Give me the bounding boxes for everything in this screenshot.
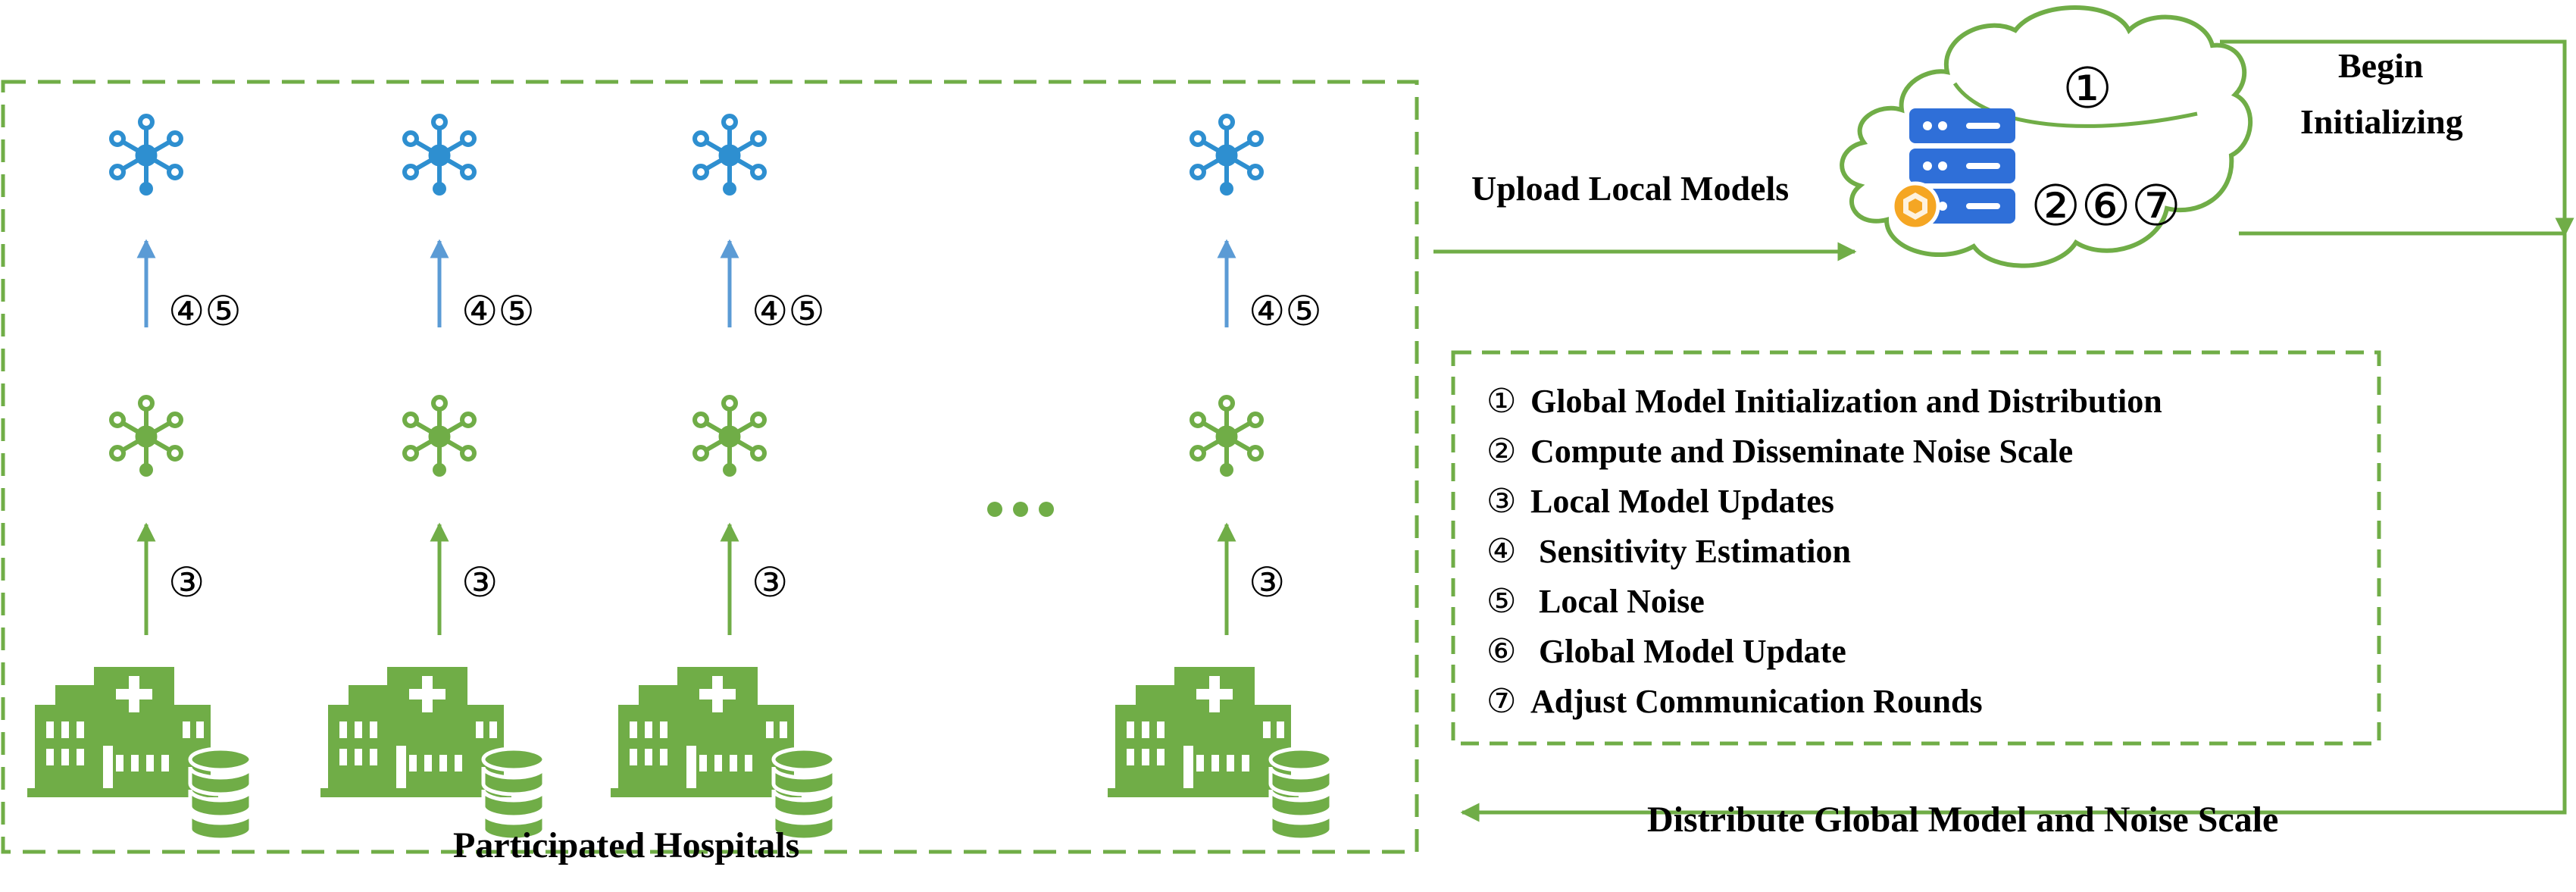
cloud-step-aggregate: ②⑥⑦	[2030, 174, 2182, 239]
hospital-icon	[320, 667, 544, 840]
step-label-upper: ④⑤	[168, 287, 242, 335]
legend-number: ⑤	[1487, 582, 1517, 621]
legend-number: ④	[1487, 532, 1517, 571]
step-label-upper: ④⑤	[752, 287, 825, 335]
legend-item-5: ⑤ Local Noise	[1487, 585, 1705, 618]
legend-number: ⑦	[1487, 682, 1517, 721]
ellipsis-dots	[987, 502, 1054, 517]
cloud-step-initialize: ①	[2062, 56, 2113, 121]
hospital-icon	[611, 667, 834, 840]
local-model-icon	[405, 397, 474, 477]
distribute-label: Distribute Global Model and Noise Scale	[1647, 800, 2279, 840]
local-model-icon	[1192, 397, 1261, 477]
legend-text: Adjust Communication Rounds	[1530, 683, 1983, 720]
begin-label: Begin	[2338, 46, 2424, 85]
step-label-lower: ③	[461, 559, 499, 606]
hospital-column-3	[611, 116, 834, 840]
legend-text: Global Model Update	[1530, 633, 1846, 670]
global-model-icon	[695, 116, 764, 196]
legend-number: ③	[1487, 482, 1517, 521]
coin-icon	[1890, 181, 1940, 231]
legend-item-7: ⑦ Adjust Communication Rounds	[1487, 685, 1983, 718]
hospital-icon	[1108, 667, 1331, 840]
upload-local-models-label: Upload Local Models	[1471, 169, 1790, 208]
local-model-icon	[695, 397, 764, 477]
begin-initializing-arrow	[2220, 39, 2574, 237]
legend-item-4: ④ Sensitivity Estimation	[1487, 535, 1851, 568]
legend-item-1: ① Global Model Initialization and Distrib…	[1487, 385, 2162, 418]
global-model-icon	[111, 116, 181, 196]
step-label-lower: ③	[752, 559, 789, 606]
distribute-arrow	[1460, 231, 2567, 822]
legend-number: ⑥	[1487, 632, 1517, 671]
server-cloud	[1840, 5, 2253, 268]
hospital-column-1	[27, 116, 251, 840]
legend-text: Local Model Updates	[1530, 483, 1834, 520]
legend-item-2: ② Compute and Disseminate Noise Scale	[1487, 435, 2073, 468]
participated-hospitals-label: Participated Hospitals	[453, 825, 800, 865]
step-label-lower: ③	[1249, 559, 1286, 606]
legend-text: Global Model Initialization and Distribu…	[1530, 383, 2162, 420]
local-model-icon	[111, 397, 181, 477]
legend-box	[1451, 350, 2381, 746]
hospital-column-4	[1108, 116, 1331, 840]
hospital-icon	[27, 667, 251, 840]
legend-text: Local Noise	[1530, 583, 1705, 620]
legend-item-6: ⑥ Global Model Update	[1487, 635, 1846, 668]
global-model-icon	[405, 116, 474, 196]
global-model-icon	[1192, 116, 1261, 196]
hospitals-boundary	[1, 80, 1419, 854]
step-label-upper: ④⑤	[1249, 287, 1322, 335]
step-label-upper: ④⑤	[461, 287, 535, 335]
hospital-column-2	[320, 116, 544, 840]
step-label-lower: ③	[168, 559, 205, 606]
legend-text: Sensitivity Estimation	[1530, 533, 1851, 570]
legend-number: ①	[1487, 382, 1517, 421]
legend-number: ②	[1487, 432, 1517, 471]
legend-item-3: ③ Local Model Updates	[1487, 485, 1834, 518]
legend-text: Compute and Disseminate Noise Scale	[1530, 433, 2074, 470]
initializing-label: Initializing	[2300, 102, 2463, 141]
